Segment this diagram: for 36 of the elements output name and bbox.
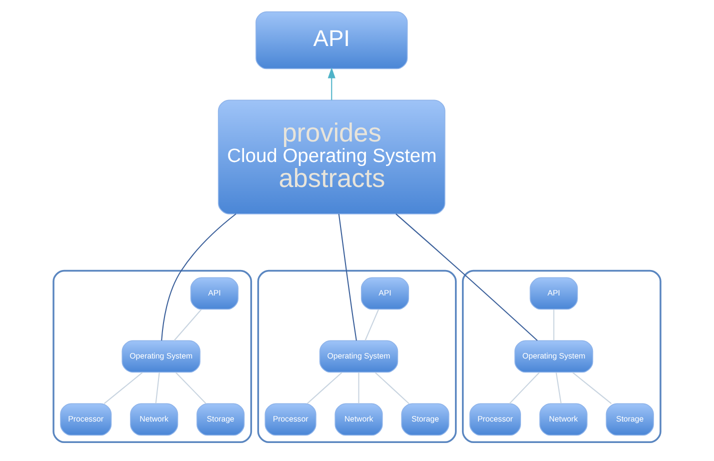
- node-box: Operating System: [122, 340, 200, 373]
- connector: [306, 372, 342, 404]
- node-box: Network: [334, 403, 383, 436]
- connector: [553, 309, 554, 341]
- connector: [556, 372, 562, 404]
- node-box: provides Cloud Operating System abstracts: [218, 100, 446, 214]
- node-box: Storage: [196, 403, 245, 436]
- node-box: API: [530, 277, 578, 310]
- arrow: [328, 67, 336, 100]
- node-box: Processor: [60, 403, 112, 436]
- node-box: API: [190, 277, 238, 310]
- connector: [358, 372, 360, 404]
- cluster: [257, 270, 457, 444]
- node-box: API: [360, 277, 410, 310]
- connector: [374, 372, 410, 404]
- node-box: Storage: [401, 403, 450, 436]
- connector: [364, 309, 379, 341]
- node-box: Operating System: [319, 340, 398, 373]
- cluster: [52, 270, 252, 444]
- node-box: Processor: [264, 403, 316, 436]
- connector: [174, 309, 202, 341]
- connector: [104, 372, 143, 404]
- connector: [509, 372, 540, 404]
- node-box: Storage: [606, 403, 654, 436]
- node-box: Network: [130, 403, 178, 436]
- connector: [572, 372, 612, 404]
- node-box: Processor: [469, 403, 521, 436]
- connector: [161, 213, 236, 341]
- connector: [396, 214, 538, 341]
- connector: [338, 214, 357, 341]
- connector: [175, 372, 206, 404]
- connector: [155, 372, 160, 404]
- node-box: API: [256, 11, 408, 70]
- node-box: Network: [539, 403, 588, 436]
- cluster: [462, 270, 662, 444]
- node-box: Operating System: [514, 340, 594, 373]
